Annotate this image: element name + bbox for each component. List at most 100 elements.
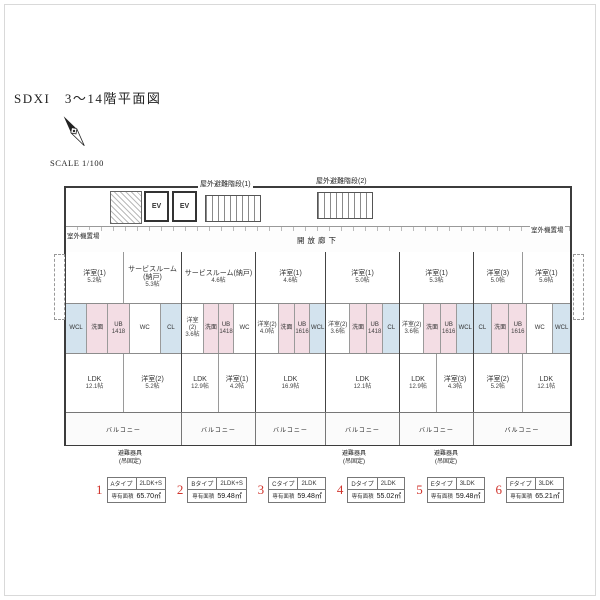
room-cell: 洋室(1)4.6帖 [256, 252, 325, 303]
area-value: 59.48㎡ [455, 493, 481, 500]
room-size: 4.0帖 [259, 328, 275, 335]
legend-number: 2 [176, 482, 184, 497]
room-label: UB [221, 321, 231, 328]
room-label: WC [534, 325, 545, 332]
room-size: 4.3帖 [447, 383, 463, 390]
room-cell: CL [160, 304, 182, 353]
room-size: 5.2帖 [145, 383, 160, 390]
unit-type-label: Eタイプ [428, 478, 457, 489]
balcony: バルコニー [182, 413, 256, 445]
room-size: 4.2帖 [229, 383, 245, 390]
unit-plan-label: 2LDK+S [139, 480, 163, 487]
unit-type-label: Fタイプ [507, 478, 536, 489]
room-label: 洗面 [280, 325, 293, 332]
outdoor-stair2-label: 屋外避難階段(2) [314, 176, 369, 186]
unit-plan-label: 2LDK [301, 480, 317, 487]
unit-2-top-row: サービスルーム(納戸)4.6帖 [182, 252, 255, 304]
room-label: 洋室(2) [141, 375, 164, 383]
balcony-label: バルコニー [345, 427, 380, 434]
room-cell: 洋室(2)3.6帖 [182, 304, 204, 353]
room-label: WC [139, 325, 150, 332]
room-size: 5.3帖 [145, 282, 160, 289]
outdoor-stair1-block [205, 195, 261, 222]
room-cell: WC [234, 304, 255, 353]
room-label: 洋室(2) [401, 321, 422, 328]
area-value: 59.48㎡ [217, 493, 242, 500]
room-cell: 洋室(2)3.6帖 [326, 304, 351, 353]
legend-number: 5 [416, 482, 423, 497]
unit-plan-label: 3LDK [538, 480, 554, 487]
room-cell: WCL [553, 304, 571, 353]
room-cell: WCL [66, 304, 88, 353]
room-label: 洗面 [205, 325, 218, 332]
room-label: UB [297, 321, 307, 328]
unit-plan-label: 3LDK [459, 480, 475, 487]
room-cell: 洗面 [491, 304, 510, 353]
outdoor-unit-space-right [573, 254, 584, 320]
room-cell: 洋室(1)5.0帖 [326, 252, 399, 303]
area-caption: 専有面積 [192, 494, 215, 500]
area-value: 55.02㎡ [376, 493, 402, 500]
area-value: 65.21㎡ [535, 493, 560, 500]
room-size: 4.6帖 [283, 278, 298, 285]
area-caption: 専有面積 [430, 494, 453, 500]
room-cell: サービスルーム(納戸)4.6帖 [182, 252, 255, 303]
room-label: WCL [458, 325, 472, 332]
room-label: WC [239, 325, 250, 332]
room-cell: サービスルーム(納戸)5.3帖 [124, 252, 181, 303]
room-label: UB [513, 321, 522, 328]
room-label: UB [114, 321, 123, 328]
evacuation-equipment-label: 避難器具 (吊固定) [420, 451, 472, 466]
room-label: サービスルーム(納戸) [184, 270, 253, 278]
room-label: 洋室(3) [486, 270, 510, 278]
room-cell: 洋室(3)5.0帖 [474, 252, 523, 303]
room-cell: 洋室(3)4.3帖 [437, 354, 473, 412]
top-service-band: EV EV [66, 188, 570, 226]
room-size: 5.3帖 [429, 278, 444, 285]
balcony-label: バルコニー [504, 427, 540, 434]
balcony-label: バルコニー [273, 427, 308, 434]
room-cell: 洗面 [204, 304, 219, 353]
unit-plan-label: 2LDK+S [220, 480, 243, 487]
room-label: 洗面 [91, 325, 104, 332]
room-label: 洋室(2) [486, 375, 510, 383]
unit-type-label: Bタイプ [188, 478, 218, 489]
balcony-label: バルコニー [201, 427, 236, 434]
room-size: 12.1帖 [353, 383, 372, 390]
corridor-label: 開放廊下 [297, 235, 339, 245]
scale-label: SCALE 1/100 [50, 158, 104, 168]
area-value: 65.70㎡ [136, 493, 162, 500]
room-label: WCL [311, 325, 325, 332]
room-cell: 洋室(2)3.6帖 [400, 304, 425, 353]
room-size: 5.0帖 [355, 278, 370, 285]
room-label: 洋室(1) [534, 270, 558, 278]
room-label: 洗面 [352, 325, 365, 332]
